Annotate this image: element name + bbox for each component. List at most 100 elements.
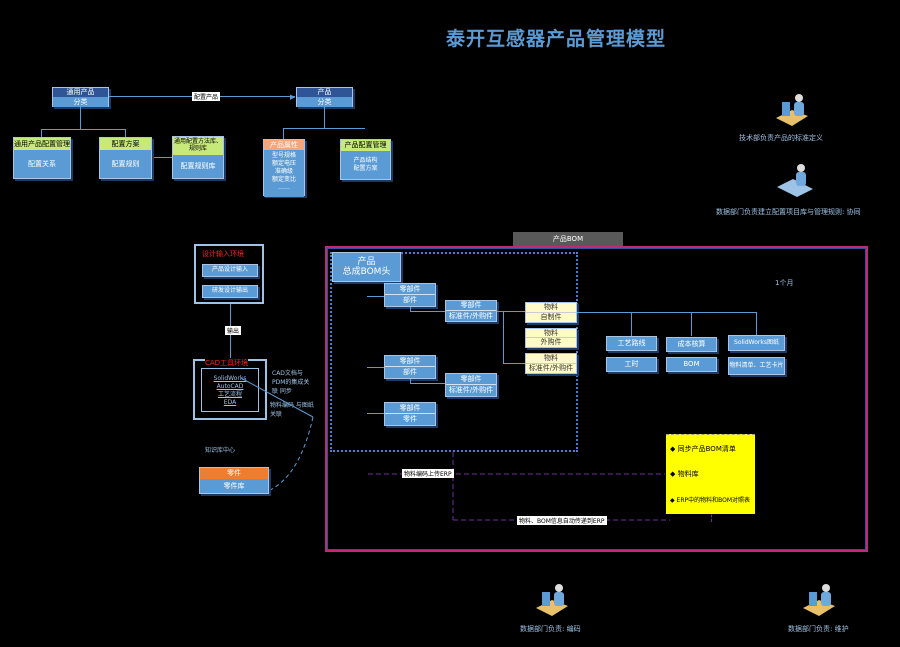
product-node[interactable]: 产品 分类	[296, 87, 353, 107]
node-body: 产品结构 配置方案	[341, 151, 390, 179]
node-header: 零件	[200, 468, 268, 479]
note-item-text: 同步产品BOM清单	[677, 445, 736, 453]
node-header: 物料	[526, 354, 576, 364]
material-node[interactable]: 物料 外购件	[525, 328, 577, 348]
node-header: 零部件	[446, 301, 496, 311]
node-header: 产品属性	[264, 140, 304, 150]
body-item: 产品结构	[353, 157, 378, 164]
note-item: ◆ 物料库	[670, 469, 699, 479]
attr-item: 准确级	[274, 168, 293, 175]
bom-component-node[interactable]: 零部件 部件	[384, 355, 436, 379]
attr-item: 型号规格	[271, 152, 296, 159]
material-node[interactable]: 物料 标准件/外购件	[525, 353, 577, 374]
cost-accounting-node[interactable]: 成本核算	[666, 337, 717, 352]
part-library-node[interactable]: 零件 零件库	[199, 467, 269, 494]
diagram-title: 泰开互感器产品管理模型	[446, 28, 667, 50]
node-header: 产品配置管理	[341, 140, 390, 151]
body-item: 配置方案	[353, 165, 378, 172]
note-item-text: ERP中的物料和BOM对照表	[676, 497, 751, 504]
process-route-node[interactable]: 工艺路线	[606, 336, 657, 351]
upload-erp-label: 物料编码上传ERP	[402, 469, 454, 478]
bom-region	[325, 246, 868, 552]
node-header: 零部件	[446, 374, 496, 385]
node-body: 标准件/外购件	[446, 311, 496, 321]
bom-component-node[interactable]: 零部件 标准件/外购件	[445, 300, 497, 322]
node-body: 部件	[385, 295, 435, 306]
diamond-bullet-icon: ◆	[670, 497, 675, 504]
tool-link[interactable]: AutoCAD	[216, 383, 244, 390]
output-connector-label: 输出	[225, 326, 242, 335]
product-attributes-node[interactable]: 产品属性 型号规格 额定电压 准确级 额定变比 ……	[263, 139, 305, 197]
diamond-bullet-icon: ◆	[670, 445, 676, 453]
cad-group-title: CAD工具环境	[205, 358, 249, 368]
month-label: 1个月	[775, 279, 794, 287]
design-group-title: 设计输入环境	[202, 250, 244, 258]
product-config-management-node[interactable]: 产品配置管理 产品结构 配置方案	[340, 139, 391, 180]
node-header: 零部件	[385, 403, 435, 414]
arrow-icon: ▶	[290, 93, 296, 101]
general-product-node[interactable]: 通用产品 分类	[52, 87, 109, 107]
bom-output-node[interactable]: BOM	[666, 357, 717, 372]
note-item: ◆ ERP中的物料和BOM对照表	[670, 495, 750, 504]
material-list-node[interactable]: 物料清单、工艺卡片	[728, 357, 785, 375]
labor-hours-node[interactable]: 工时	[606, 357, 657, 372]
product-header: 产品	[297, 88, 352, 97]
node-header: 配置方案	[100, 138, 151, 150]
node-header: 通用产品配置管理	[14, 138, 70, 150]
design-output-button[interactable]: 研发设计输出	[202, 285, 258, 298]
cad-tools-group: CAD工具环境 SolidWorks AutoCAD 工艺流程 EDA	[193, 358, 267, 420]
node-body: 零件库	[200, 479, 268, 493]
general-product-body: 分类	[53, 97, 108, 107]
general-config-management-node[interactable]: 通用产品配置管理 配置关系	[13, 137, 71, 179]
material-node[interactable]: 物料 自制件	[525, 302, 577, 323]
tool-link[interactable]: SolidWorks	[213, 375, 247, 382]
bom-head-node[interactable]: 产品 总成BOM头	[332, 252, 401, 282]
person-workstation-icon	[536, 584, 568, 616]
role-label: 数据部门负责建立配置项目库与管理规则: 协同	[716, 208, 861, 216]
bom-component-node[interactable]: 零部件 部件	[384, 283, 436, 307]
person-workstation-icon	[803, 584, 835, 616]
diamond-bullet-icon: ◆	[670, 470, 676, 478]
node-header: 零部件	[385, 356, 435, 367]
auto-transfer-erp-label: 物料、BOM信息自动传递到ERP	[517, 516, 607, 525]
node-body: 配置规则	[100, 150, 151, 178]
node-body: 配置规则库	[173, 155, 223, 178]
attr-item: ……	[278, 184, 290, 191]
note-item: ◆ 同步产品BOM清单	[670, 444, 736, 454]
node-body: 外购件	[526, 338, 576, 347]
node-body: 部件	[385, 367, 435, 378]
tool-link[interactable]: EDA	[223, 399, 237, 406]
role-label: 数据部门负责: 编码	[520, 625, 581, 633]
config-method-library-node[interactable]: 通用配置方法库、规则库 配置规则库	[172, 136, 224, 179]
bom-component-node[interactable]: 零部件 标准件/外购件	[445, 373, 497, 397]
node-body: 配置关系	[14, 150, 70, 178]
cad-pdm-note: CAD文档与 PDM的集成关联 同步	[272, 370, 310, 395]
general-product-header: 通用产品	[53, 88, 108, 97]
node-header: 零部件	[385, 284, 435, 295]
node-header: 物料	[526, 303, 576, 313]
solidworks-drawing-node[interactable]: SolidWorks图纸	[728, 335, 785, 351]
attr-item: 额定变比	[271, 176, 296, 183]
product-attributes-list: 型号规格 额定电压 准确级 额定变比 ……	[264, 150, 304, 197]
attr-item: 额定电压	[271, 160, 296, 167]
node-body: 自制件	[526, 313, 576, 322]
node-header: 物料	[526, 329, 576, 338]
knowledge-center-note: 知识库中心	[205, 447, 236, 454]
person-workstation-icon	[776, 94, 808, 126]
node-body: 零件	[385, 414, 435, 425]
product-body: 分类	[297, 97, 352, 107]
bom-region-tab[interactable]: 产品BOM	[513, 232, 623, 246]
role-label: 数据部门负责: 维护	[788, 625, 849, 633]
node-body: 标准件/外购件	[446, 385, 496, 396]
config-scheme-node[interactable]: 配置方案 配置规则	[99, 137, 152, 179]
role-label: 技术部负责产品的标准定义	[739, 134, 823, 142]
design-input-button[interactable]: 产品设计输入	[202, 264, 258, 277]
person-keyboard-icon	[777, 164, 813, 197]
dashed-connector	[240, 377, 314, 491]
tool-link[interactable]: 工艺流程	[217, 391, 242, 398]
node-body: 标准件/外购件	[526, 364, 576, 373]
bom-component-node[interactable]: 零部件 零件	[384, 402, 436, 426]
node-header: 通用配置方法库、规则库	[173, 137, 223, 155]
configured-product-link-label: 配置产品	[192, 92, 221, 101]
erp-note: ◆ 同步产品BOM清单 ◆ 物料库 ◆ ERP中的物料和BOM对照表	[666, 434, 755, 514]
